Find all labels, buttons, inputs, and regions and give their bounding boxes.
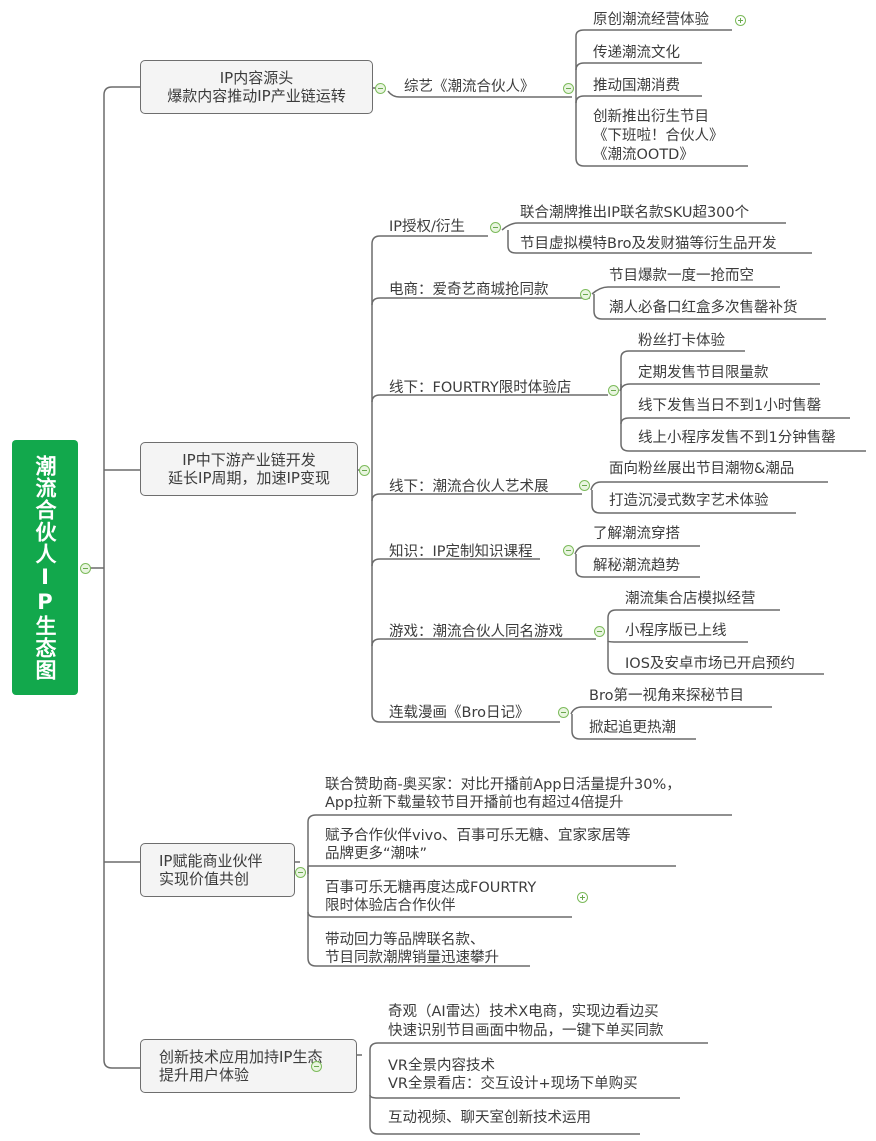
- root-label: 潮流合伙人IP生态图: [33, 454, 57, 681]
- branch-label-line: IP内容源头: [219, 69, 294, 87]
- branch-node-ip-industry-chain[interactable]: IP中下游产业链开发 延长IP周期，加速IP变现: [140, 442, 358, 496]
- branch-node-innovative-tech[interactable]: 创新技术应用加持IP生态 提升用户体验: [140, 1039, 357, 1093]
- leaf-node[interactable]: 掀起追更热潮: [589, 720, 676, 736]
- subtopic-knowledge-course[interactable]: 知识：IP定制知识课程: [389, 544, 533, 560]
- leaf-node-multiline[interactable]: 奇观（AI雷达）技术X电商，实现边看边买 快速识别节目画面中物品，一键下单买同款: [388, 1003, 664, 1041]
- leaf-node-multiline[interactable]: 百事可乐无糖再度达成FOURTRY 限时体验店合作伙伴: [325, 879, 536, 915]
- leaf-line: 创新推出衍生节目: [593, 109, 709, 125]
- collapse-toggle-icon[interactable]: [558, 707, 569, 718]
- root-collapse-toggle-icon[interactable]: [80, 563, 91, 574]
- leaf-node[interactable]: 线上小程序发售不到1分钟售罄: [638, 430, 836, 446]
- collapse-toggle-icon[interactable]: [563, 545, 574, 556]
- leaf-line: App拉新下载量较节目开播前也有超过4倍提升: [325, 795, 624, 811]
- leaf-node[interactable]: Bro第一视角来探秘节目: [589, 688, 744, 704]
- leaf-line: VR全景内容技术: [388, 1058, 495, 1074]
- subtopic-ecommerce[interactable]: 电商：爱奇艺商城抢同款: [389, 282, 549, 298]
- leaf-line: 赋予合作伙伴vivo、百事可乐无糖、宜家家居等: [325, 828, 631, 844]
- leaf-node[interactable]: 线下发售当日不到1小时售罄: [638, 398, 822, 414]
- leaf-node[interactable]: 粉丝打卡体验: [638, 333, 725, 349]
- leaf-line: 联合赞助商-奥买家：对比开播前App日活量提升30%，: [325, 777, 681, 793]
- leaf-node[interactable]: 推动国潮消费: [593, 78, 680, 94]
- collapse-toggle-icon[interactable]: [375, 83, 386, 94]
- leaf-node[interactable]: 潮流集合店模拟经营: [625, 591, 756, 607]
- subtopic-game[interactable]: 游戏：潮流合伙人同名游戏: [389, 624, 563, 640]
- root-node[interactable]: 潮流合伙人IP生态图: [12, 440, 78, 695]
- leaf-node[interactable]: 面向粉丝展出节目潮物&潮品: [609, 461, 795, 477]
- branch-label-line: IP中下游产业链开发: [182, 451, 316, 469]
- subtopic-offline-fourtry[interactable]: 线下：FOURTRY限时体验店: [389, 380, 572, 396]
- collapse-toggle-icon[interactable]: [594, 626, 605, 637]
- leaf-node[interactable]: 联合潮牌推出IP联名款SKU超300个: [520, 205, 750, 221]
- subtopic-ip-licensing[interactable]: IP授权/衍生: [389, 219, 465, 235]
- leaf-node[interactable]: 传递潮流文化: [593, 45, 680, 61]
- leaf-node[interactable]: 了解潮流穿搭: [593, 526, 680, 542]
- collapse-toggle-icon[interactable]: [580, 289, 591, 300]
- branch-label-line: 实现价值共创: [159, 870, 250, 888]
- expand-toggle-icon[interactable]: [577, 892, 588, 903]
- leaf-node-multiline[interactable]: VR全景内容技术 VR全景看店：交互设计+现场下单购买: [388, 1057, 638, 1093]
- collapse-toggle-icon[interactable]: [295, 867, 306, 878]
- branch-node-ip-content-source[interactable]: IP内容源头 爆款内容推动IP产业链运转: [140, 60, 373, 114]
- subtopic-comic[interactable]: 连载漫画《Bro日记》: [389, 705, 530, 721]
- leaf-line: 限时体验店合作伙伴: [325, 898, 456, 914]
- leaf-node[interactable]: IOS及安卓市场已开启预约: [625, 656, 795, 672]
- leaf-node[interactable]: 打造沉浸式数字艺术体验: [609, 493, 769, 509]
- expand-toggle-icon[interactable]: [735, 15, 746, 26]
- leaf-node[interactable]: 节目爆款一度一抢而空: [609, 268, 754, 284]
- leaf-line: 奇观（AI雷达）技术X电商，实现边看边买: [388, 1004, 659, 1020]
- branch-label-line: 提升用户体验: [159, 1066, 250, 1084]
- branch-label-line: 创新技术应用加持IP生态: [159, 1048, 323, 1066]
- leaf-line: 节目同款潮牌销量迅速攀升: [325, 950, 499, 966]
- collapse-toggle-icon[interactable]: [608, 385, 619, 396]
- leaf-line: VR全景看店：交互设计+现场下单购买: [388, 1076, 638, 1092]
- collapse-toggle-icon[interactable]: [490, 222, 501, 233]
- leaf-line: 《潮流OOTD》: [593, 147, 694, 163]
- leaf-node-multiline[interactable]: 赋予合作伙伴vivo、百事可乐无糖、宜家家居等 品牌更多“潮味”: [325, 827, 631, 863]
- leaf-node[interactable]: 解秘潮流趋势: [593, 558, 680, 574]
- leaf-line: 带动回力等品牌联名款、: [325, 932, 485, 948]
- leaf-line: 百事可乐无糖再度达成FOURTRY: [325, 880, 537, 896]
- subtopic-variety-show[interactable]: 综艺《潮流合伙人》: [404, 79, 535, 95]
- leaf-node[interactable]: 互动视频、聊天室创新技术运用: [388, 1110, 591, 1126]
- collapse-toggle-icon[interactable]: [311, 1061, 322, 1072]
- collapse-toggle-icon[interactable]: [563, 83, 574, 94]
- leaf-node[interactable]: 潮人必备口红盒多次售罄补货: [609, 300, 798, 316]
- leaf-node-multiline[interactable]: 创新推出衍生节目 《下班啦！合伙人》 《潮流OOTD》: [593, 108, 724, 165]
- leaf-node[interactable]: 节目虚拟模特Bro及发财猫等衍生品开发: [520, 236, 777, 252]
- leaf-node-multiline[interactable]: 联合赞助商-奥买家：对比开播前App日活量提升30%， App拉新下载量较节目开…: [325, 776, 681, 812]
- branch-label-line: 延长IP周期，加速IP变现: [168, 469, 330, 487]
- leaf-node[interactable]: 小程序版已上线: [625, 623, 727, 639]
- branch-label-line: 爆款内容推动IP产业链运转: [167, 87, 346, 105]
- leaf-node[interactable]: 定期发售节目限量款: [638, 365, 769, 381]
- branch-node-commercial-partners[interactable]: IP赋能商业伙伴 实现价值共创: [140, 843, 295, 897]
- collapse-toggle-icon[interactable]: [579, 480, 590, 491]
- leaf-line: 快速识别节目画面中物品，一键下单买同款: [388, 1023, 664, 1039]
- collapse-toggle-icon[interactable]: [359, 465, 370, 476]
- leaf-line: 《下班啦！合伙人》: [593, 128, 724, 144]
- subtopic-art-exhibition[interactable]: 线下：潮流合伙人艺术展: [389, 479, 549, 495]
- leaf-node[interactable]: 原创潮流经营体验: [593, 12, 709, 28]
- leaf-node-multiline[interactable]: 带动回力等品牌联名款、 节目同款潮牌销量迅速攀升: [325, 931, 499, 967]
- branch-label-line: IP赋能商业伙伴: [159, 852, 263, 870]
- leaf-line: 品牌更多“潮味”: [325, 846, 428, 862]
